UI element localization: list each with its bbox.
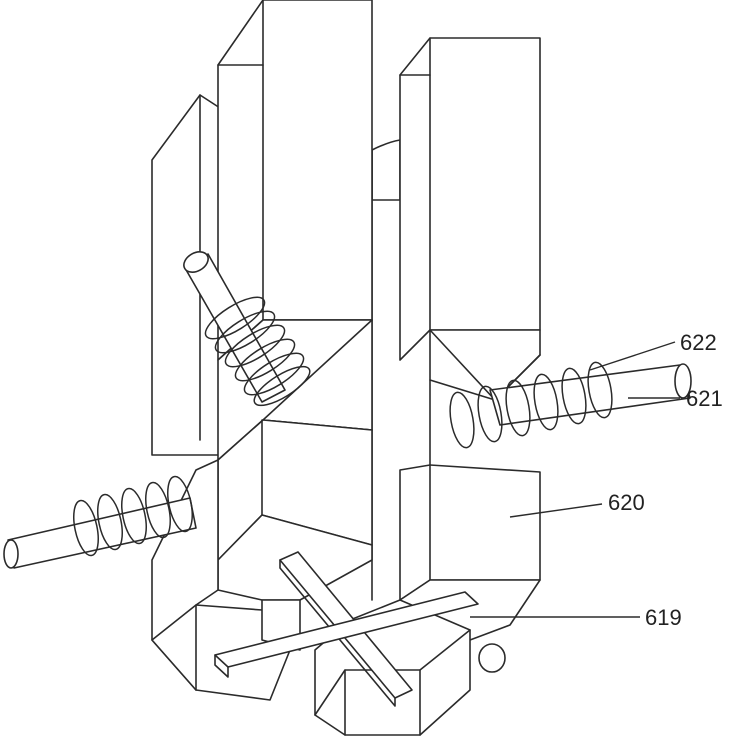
upper-left-rod: [183, 251, 286, 403]
leader-620: [509, 503, 603, 518]
left-upper-block: [217, 0, 373, 361]
callout-labels: 622 621 620 619: [608, 330, 723, 630]
callout-622: 622: [680, 330, 717, 355]
bottom-right-nub: [478, 643, 506, 673]
callout-620: 620: [608, 490, 645, 515]
right-spring: [449, 361, 613, 449]
cross-blades: [214, 551, 479, 707]
callout-619: 619: [645, 605, 682, 630]
lower-left-spring: [73, 475, 193, 557]
right-v-notch: [429, 329, 541, 471]
left-bottom-plate: [151, 459, 291, 701]
center-shaft: [371, 139, 401, 601]
upper-left-spring: [204, 296, 311, 407]
leader-lines: [470, 341, 680, 618]
right-upper-block: [399, 37, 541, 361]
callout-621: 621: [686, 386, 723, 411]
right-lower-block: [399, 464, 541, 641]
leader-622: [589, 341, 676, 371]
